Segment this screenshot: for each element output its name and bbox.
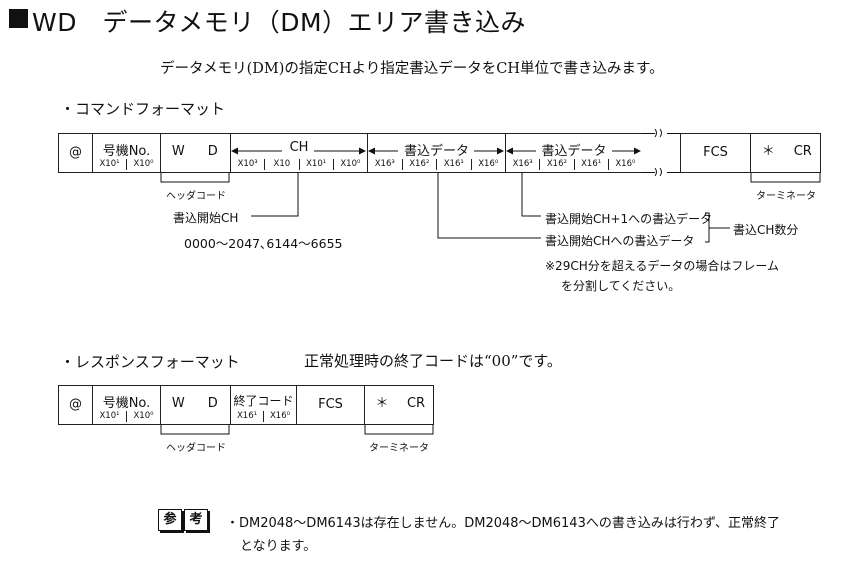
split-note-line2: を分割してください。 xyxy=(561,279,681,293)
resp-fcs-cell: FCS xyxy=(296,385,364,425)
cmd-fcs-cell: FCS xyxy=(680,133,750,173)
command-format-heading: ・コマンドフォーマット xyxy=(60,100,226,118)
resp-terminator-cell: ＊CR xyxy=(364,385,434,425)
title-square-mark xyxy=(9,9,28,28)
split-note-line1: ※29CH分を超えるデータの場合はフレーム xyxy=(545,259,780,273)
ch-count-label: 書込CH数分 xyxy=(733,223,799,237)
resp-header-code-label: ヘッダコード xyxy=(166,443,226,454)
reference-badge: 参考 xyxy=(158,509,210,531)
response-format-heading: ・レスポンスフォーマット xyxy=(60,353,240,371)
ch-range-text: 0000～2047､6144～6655 xyxy=(184,236,343,251)
reference-line2: となります。 xyxy=(240,539,317,554)
response-end-code-note: 正常処理時の終了コードは“00”です。 xyxy=(304,352,562,370)
page-title: WD データメモリ（DM）エリア書き込み xyxy=(32,8,527,37)
resp-terminator-label: ターミネータ xyxy=(369,443,429,454)
reference-line1: ・DM2048～DM6143は存在しません。DM2048～DM6143への書き込… xyxy=(226,516,780,531)
cmd-terminator-cell: ＊CR xyxy=(750,133,821,173)
intro-text: データメモリ(DM)の指定CHより指定書込データをCH単位で書き込みます。 xyxy=(160,61,664,77)
cmd-header-code-label: ヘッダコード xyxy=(166,191,226,202)
cmd-terminator-label: ターミネータ xyxy=(756,191,816,202)
resp-at-cell: @ xyxy=(58,385,92,425)
data-note-ch-plus-1: 書込開始CH+1への書込データ xyxy=(545,212,713,226)
cmd-at-cell: @ xyxy=(58,133,92,173)
data-note-start-ch: 書込開始CHへの書込データ xyxy=(545,234,695,248)
start-ch-label: 書込開始CH xyxy=(173,211,239,225)
